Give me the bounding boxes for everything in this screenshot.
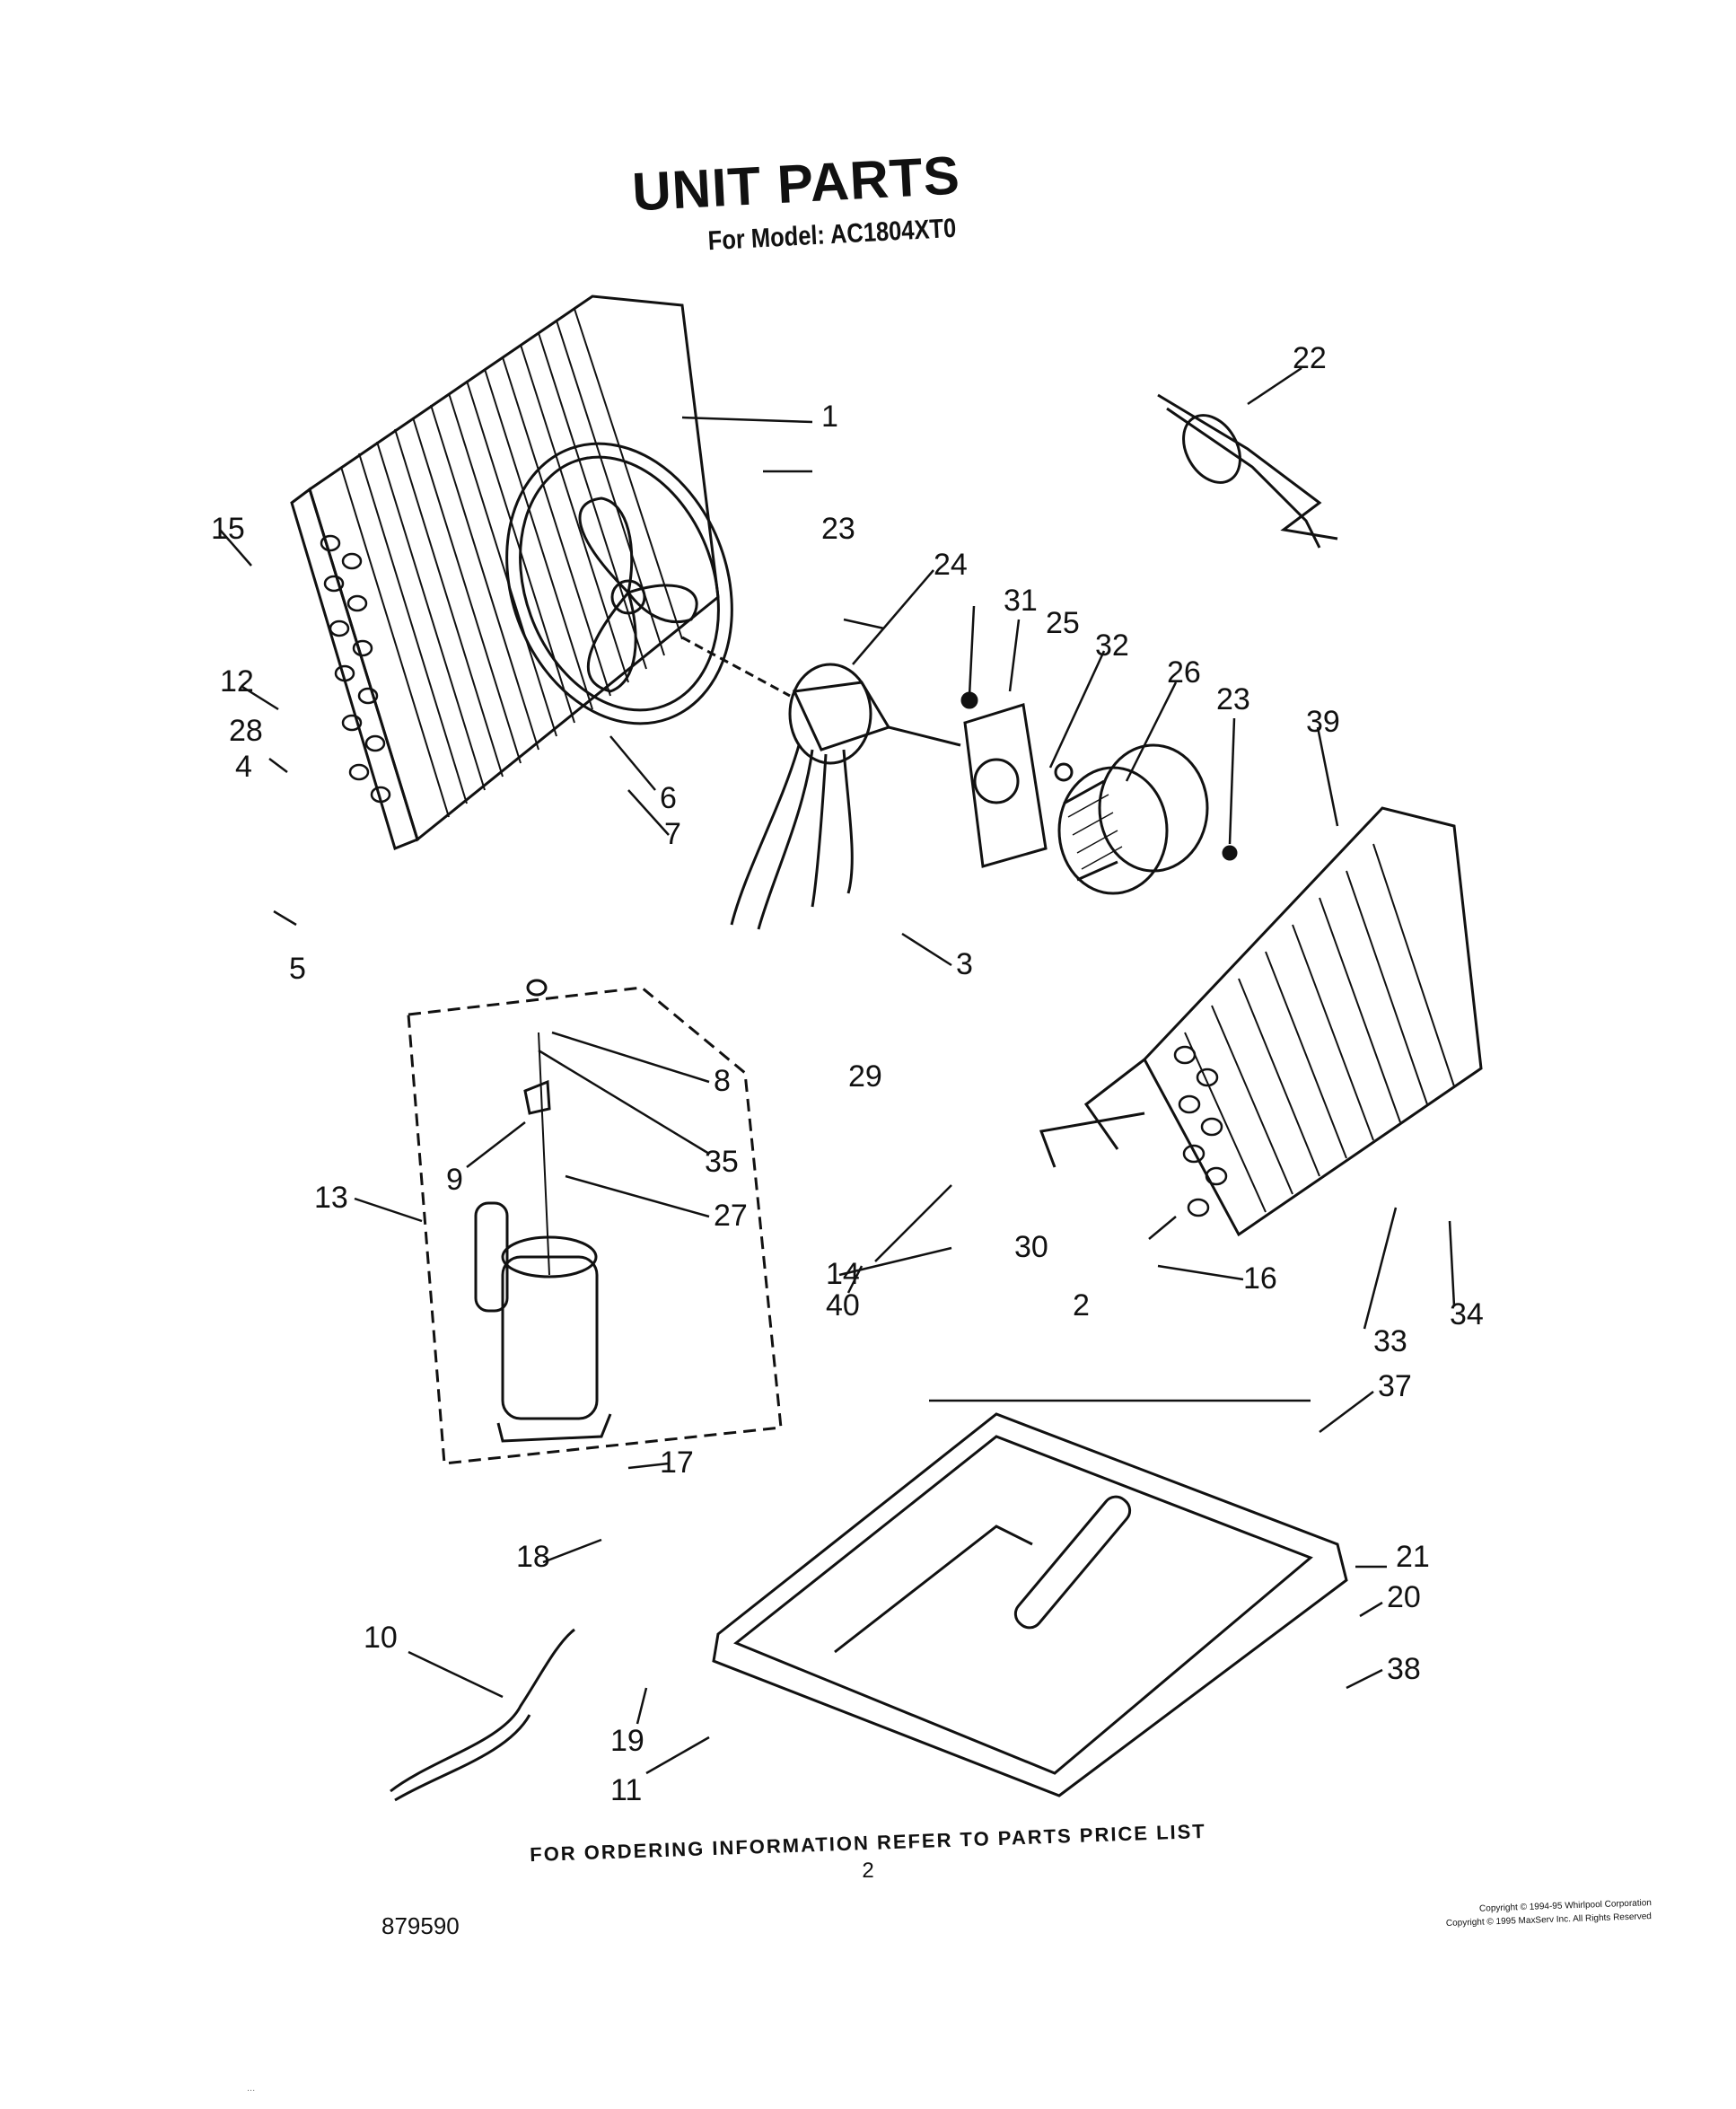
callout-23: 23 [821,512,855,546]
callout-2: 2 [1073,1288,1090,1323]
condenser-coil [290,294,720,851]
callout-39: 39 [1306,705,1340,739]
callout-22: 22 [1293,341,1327,375]
callout-34: 34 [1450,1297,1484,1331]
callout-1: 1 [821,400,838,434]
page-number: 2 [862,1859,874,1883]
callout-24: 24 [934,548,968,582]
callout-19: 19 [610,1724,644,1758]
callout-29: 29 [848,1059,882,1094]
callout-40: 40 [826,1288,860,1323]
evaporator-coil [1039,806,1483,1237]
callout-4: 4 [235,750,252,784]
callout-35: 35 [705,1145,739,1179]
callout-17: 17 [660,1446,694,1480]
document-number: 879590 [381,1912,460,1939]
scan-artifact: ... [247,2083,256,2094]
callout-6: 6 [660,781,677,815]
callout-33: 33 [1373,1324,1407,1358]
callout-21: 21 [1396,1540,1430,1574]
callout-37: 37 [1378,1369,1412,1403]
callout-11: 11 [610,1773,642,1807]
callout-8: 8 [714,1064,731,1098]
compressor-assembly [407,979,783,1465]
callout-16: 16 [1243,1261,1277,1296]
heater-coil-part [1157,393,1338,549]
callout-38: 38 [1387,1652,1421,1686]
callout-18: 18 [516,1540,550,1574]
power-cord [390,1628,575,1802]
callout-20: 20 [1387,1580,1421,1614]
callout-31: 31 [1004,584,1038,618]
callout-27: 27 [714,1199,748,1233]
callout-32: 32 [1095,628,1129,663]
callout-28: 28 [229,714,263,748]
fan-motor [681,636,961,930]
callout-labels: 1 2 3 4 5 6 7 8 9 10 11 12 13 14 15 16 1… [211,341,1484,1807]
blower-wheel [1057,743,1238,895]
base-pan [712,1412,1348,1797]
callout-25: 25 [1046,606,1080,640]
callout-7: 7 [664,817,681,851]
callout-9: 9 [446,1163,463,1197]
motor-mount [960,691,1074,868]
callout-10: 10 [364,1621,398,1655]
callout-5: 5 [289,952,306,986]
leader-lines [219,366,1456,1775]
callout-30: 30 [1014,1230,1048,1264]
callout-3: 3 [956,947,973,981]
callout-13: 13 [314,1181,348,1215]
callout-12: 12 [220,664,254,699]
condenser-fan [505,442,733,725]
callout-26: 26 [1167,655,1201,690]
callout-15: 15 [211,512,245,546]
callout-23-b: 23 [1216,682,1250,716]
callout-14: 14 [826,1257,860,1291]
